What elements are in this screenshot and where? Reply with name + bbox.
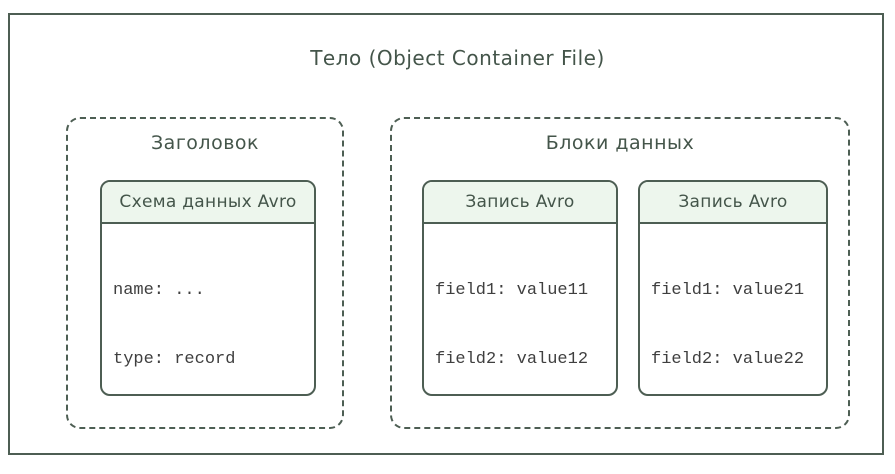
avro-record-box: Запись Avro field1: value21 field2: valu… [638,180,828,396]
data-blocks-section-title: Блоки данных [545,132,695,154]
code-line: name: ... [113,281,205,300]
diagram-title: Тело (Object Container File) [310,46,605,70]
code-line: field2: value22 [651,350,805,369]
code-line: field1: value21 [651,281,805,300]
header-section-title: Заголовок [151,132,259,154]
code-line: type: record [113,350,236,369]
avro-record-box-title: Запись Avro [424,182,616,224]
avro-schema-code: name: ... type: record field1: datatype1… [102,224,314,394]
avro-record-code: field1: value11 field2: value12 ... [sys… [424,224,616,394]
code-line: field1: value11 [435,281,589,300]
object-container-file-box: Тело (Object Container File) Заголовок С… [8,13,884,455]
avro-record-box: Запись Avro field1: value11 field2: valu… [422,180,618,396]
header-section: Заголовок Схема данных Avro name: ... ty… [66,117,344,429]
avro-record-code: field1: value21 field2: value22 ... [sys… [640,224,826,394]
avro-schema-box: Схема данных Avro name: ... type: record… [100,180,316,396]
code-line: field2: value12 [435,350,589,369]
data-blocks-section: Блоки данных Запись Avro field1: value11… [390,117,850,429]
avro-schema-box-title: Схема данных Avro [102,182,314,224]
avro-record-box-title: Запись Avro [640,182,826,224]
